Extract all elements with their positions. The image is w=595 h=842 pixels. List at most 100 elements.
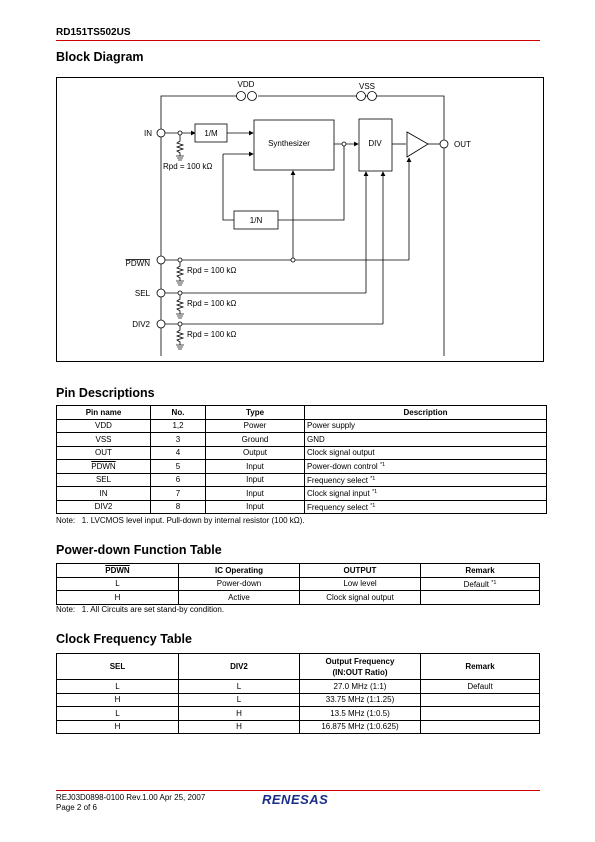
pin-no: 4: [150, 445, 206, 460]
rpd-div2-label: Rpd = 100 kΩ: [187, 330, 236, 339]
pin-name: PDWN: [56, 459, 151, 474]
pin-no: 8: [150, 499, 206, 514]
table-row: H Active Clock signal output: [56, 590, 540, 605]
block-diagram-title: Block Diagram: [56, 50, 144, 64]
pin-no: 6: [150, 472, 206, 487]
block-diagram-frame: [56, 77, 544, 362]
remark-value: [420, 692, 540, 707]
table-row: VDD 1,2 Power Power supply: [56, 418, 547, 433]
table-row: IN 7 Input Clock signal input *1: [56, 486, 547, 501]
pin-type: Input: [205, 459, 305, 474]
table-row: PDWN 5 Input Power-down control *1: [56, 459, 547, 474]
header-rule: [56, 40, 540, 41]
col-header: OUTPUT: [299, 563, 421, 578]
out-pin-label: OUT: [454, 140, 471, 149]
clock-frequency-table: SEL DIV2 Output Frequency(IN:OUT Ratio) …: [56, 653, 540, 734]
remark-value: [420, 590, 540, 605]
sel-value: H: [56, 719, 179, 734]
pin-desc: Power-down control *1: [304, 459, 547, 474]
pin-no: 7: [150, 486, 206, 501]
col-header: Remark: [420, 563, 540, 578]
pin-descriptions-note: Note: 1. LVCMOS level input. Pull-down b…: [56, 516, 305, 525]
sel-value: L: [56, 706, 179, 721]
pin-name: DIV2: [56, 499, 151, 514]
pin-desc: Frequency select *1: [304, 472, 547, 487]
table-row: SEL 6 Input Frequency select *1: [56, 472, 547, 487]
renesas-logo: RENESAS: [262, 792, 329, 807]
table-row: DIV2 8 Input Frequency select *1: [56, 499, 547, 514]
pin-name: IN: [56, 486, 151, 501]
document-title: RD151TS502US: [56, 27, 131, 38]
remark-value: [420, 706, 540, 721]
ic-operating-value: Active: [178, 590, 300, 605]
pin-desc: Power supply: [304, 418, 547, 433]
rpd-pdwn-label: Rpd = 100 kΩ: [187, 266, 236, 275]
remark-value: Default: [420, 679, 540, 694]
powerdown-table: PDWN IC Operating OUTPUT Remark L Power-…: [56, 563, 540, 605]
pin-name: SEL: [56, 472, 151, 487]
div-n-label: 1/N: [250, 216, 263, 225]
in-pin-label: IN: [144, 129, 152, 138]
pin-descriptions-table: Pin name No. Type Description VDD 1,2 Po…: [56, 405, 547, 514]
col-header: Remark: [420, 653, 540, 680]
frequency-value: 27.0 MHz (1:1): [299, 679, 421, 694]
pin-type: Input: [205, 486, 305, 501]
remark-value: [420, 719, 540, 734]
pin-desc: Frequency select *1: [304, 499, 547, 514]
table-row: H H 16.875 MHz (1:0.625): [56, 719, 540, 734]
pdwn-value: H: [56, 590, 179, 605]
vss-label: VSS: [359, 82, 375, 91]
pin-descriptions-title: Pin Descriptions: [56, 386, 155, 400]
pdwn-value: L: [56, 576, 179, 591]
frequency-value: 33.75 MHz (1:1.25): [299, 692, 421, 707]
pin-type: Power: [205, 418, 305, 433]
remark-value: Default *1: [420, 576, 540, 591]
col-header: Output Frequency(IN:OUT Ratio): [299, 653, 421, 680]
col-header: DIV2: [178, 653, 300, 680]
col-header: IC Operating: [178, 563, 300, 578]
div-block-label: DIV: [368, 139, 382, 148]
col-header: SEL: [56, 653, 179, 680]
pdwn-pin-label: PDWN: [126, 259, 151, 268]
frequency-value: 13.5 MHz (1:0.5): [299, 706, 421, 721]
col-header: Pin name: [56, 405, 151, 420]
rpd-in-label: Rpd = 100 kΩ: [163, 162, 212, 171]
col-header: PDWN: [56, 563, 179, 578]
pin-no: 1,2: [150, 418, 206, 433]
pin-desc: Clock signal output: [304, 445, 547, 460]
div2-value: L: [178, 692, 300, 707]
pin-name: OUT: [56, 445, 151, 460]
pin-desc: Clock signal input *1: [304, 486, 547, 501]
pin-name: VSS: [56, 432, 151, 447]
pin-type: Output: [205, 445, 305, 460]
output-value: Low level: [299, 576, 421, 591]
frequency-value: 16.875 MHz (1:0.625): [299, 719, 421, 734]
div2-value: H: [178, 706, 300, 721]
pin-type: Input: [205, 472, 305, 487]
sel-value: L: [56, 679, 179, 694]
footer-rule: [56, 790, 540, 791]
table-row: L H 13.5 MHz (1:0.5): [56, 706, 540, 721]
div2-value: H: [178, 719, 300, 734]
col-header: Description: [304, 405, 547, 420]
pin-no: 5: [150, 459, 206, 474]
table-row: VSS 3 Ground GND: [56, 432, 547, 447]
sel-pin-label: SEL: [135, 289, 151, 298]
table-row: H L 33.75 MHz (1:1.25): [56, 692, 540, 707]
pin-name: VDD: [56, 418, 151, 433]
pin-type: Input: [205, 499, 305, 514]
output-value: Clock signal output: [299, 590, 421, 605]
pin-type: Ground: [205, 432, 305, 447]
div2-pin-label: DIV2: [132, 320, 150, 329]
table-row: L L 27.0 MHz (1:1) Default: [56, 679, 540, 694]
synthesizer-label: Synthesizer: [268, 139, 310, 148]
powerdown-table-title: Power-down Function Table: [56, 543, 222, 557]
col-header: Type: [205, 405, 305, 420]
pin-desc: GND: [304, 432, 547, 447]
sel-value: H: [56, 692, 179, 707]
powerdown-note: Note: 1. All Circuits are set stand-by c…: [56, 605, 225, 614]
clock-table-title: Clock Frequency Table: [56, 632, 192, 646]
rpd-sel-label: Rpd = 100 kΩ: [187, 299, 236, 308]
vdd-label: VDD: [238, 80, 255, 89]
